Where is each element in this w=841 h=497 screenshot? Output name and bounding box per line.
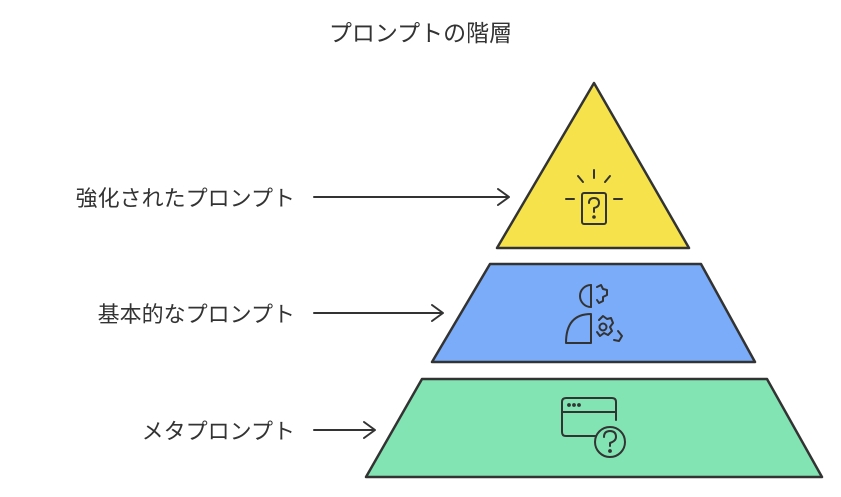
idea-question-icon <box>565 169 623 225</box>
human-gear-icon <box>565 284 623 344</box>
level-label-basic: 基本的なプロンプト <box>97 303 295 328</box>
arrow-enhanced <box>313 188 510 206</box>
level-label-enhanced: 強化されたプロンプト <box>75 187 295 212</box>
diagram-title: プロンプトの階層 <box>328 21 513 47</box>
arrow-basic <box>313 304 444 322</box>
pyramid-middle-layer <box>430 262 757 364</box>
pyramid-top-layer <box>495 81 691 250</box>
level-label-meta: メタプロンプト <box>141 420 295 445</box>
browser-question-icon <box>561 397 626 458</box>
arrow-meta <box>313 421 376 439</box>
pyramid-bottom-layer <box>364 377 824 479</box>
